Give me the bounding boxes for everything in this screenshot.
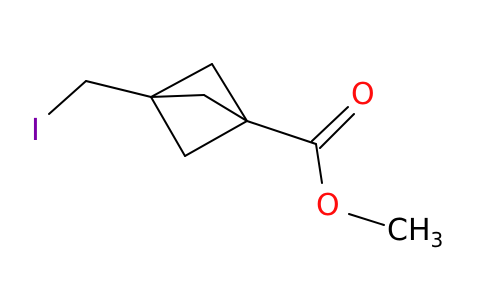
bond-cage-top-left [150, 63, 213, 98]
carbonyl-oxygen-label: O [351, 77, 375, 112]
bond-cage-mid-right [203, 94, 248, 122]
bond-carbonyl-double-2 [319, 113, 355, 149]
bond-c-i [48, 80, 87, 115]
bond-cage-bottom-right [184, 120, 248, 157]
methyl-label: CH3 [387, 213, 443, 252]
bond-cage-top-right [211, 63, 248, 122]
iodine-label: I [31, 113, 40, 148]
bond-ch2-bridgehead [85, 80, 152, 98]
bond-ester-o-methyl [348, 213, 385, 226]
bond-cage-bottom-left [150, 96, 186, 157]
methyl-symbol: CH [387, 213, 431, 248]
methyl-subscript: 3 [431, 228, 444, 252]
bond-bridgehead-carbonyl [246, 120, 317, 145]
ester-oxygen-label: O [316, 188, 340, 223]
bond-cage-mid-left [150, 94, 205, 98]
bond-carbonyl-ester-o [315, 143, 323, 184]
bond-carbonyl-double-1 [311, 106, 349, 142]
